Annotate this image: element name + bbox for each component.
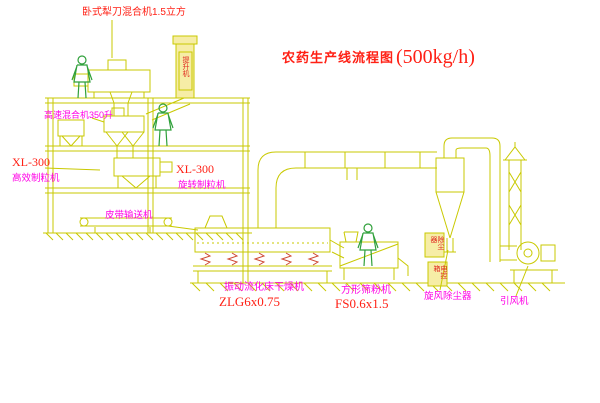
label-mixer-note: 卧式犁刀混合机1.5立方 bbox=[82, 7, 186, 18]
leader-lines bbox=[44, 20, 529, 297]
exhaust-duct bbox=[257, 151, 437, 228]
label-granulator-right: 旋转制粒机 bbox=[178, 180, 226, 191]
exhaust-stack bbox=[503, 142, 527, 250]
ground-line-right bbox=[190, 282, 565, 292]
high-speed-mixer bbox=[103, 107, 145, 158]
worker-figure-3 bbox=[357, 223, 379, 267]
worker-figure-1 bbox=[71, 55, 93, 99]
label-belt-conveyor: 皮带输送机 bbox=[105, 210, 153, 221]
rotary-granulator bbox=[113, 157, 173, 189]
belt-conveyor bbox=[79, 217, 199, 233]
induced-draft-fan bbox=[510, 241, 558, 283]
outlet-duct bbox=[443, 137, 517, 262]
label-control-box-lower: 电控箱 bbox=[433, 265, 447, 279]
square-sieve bbox=[339, 231, 409, 280]
label-xl300-right: XL-300 bbox=[176, 162, 214, 176]
label-dryer-model: ZLG6x0.75 bbox=[219, 294, 281, 309]
label-elevator-box: 提升机 bbox=[182, 56, 189, 77]
chute-lines bbox=[145, 97, 191, 121]
label-sieve-model: FS0.6x1.5 bbox=[335, 296, 389, 311]
label-dryer: 振动流化床干燥机 bbox=[224, 282, 304, 293]
diagram-title-capacity: (500kg/h) bbox=[396, 46, 475, 68]
ground-hatch-left bbox=[45, 232, 244, 241]
bucket-elevator bbox=[172, 35, 198, 99]
worker-figure-2 bbox=[152, 103, 174, 147]
storage-bin bbox=[57, 119, 85, 147]
label-sieve: 方形筛粉机 bbox=[341, 285, 391, 296]
cyclone-separator bbox=[435, 157, 465, 253]
building-frame bbox=[43, 97, 252, 283]
label-xl300-left: XL-300 bbox=[12, 155, 50, 169]
label-fan: 引风机 bbox=[500, 296, 529, 307]
label-cyclone: 旋风除尘器 bbox=[424, 291, 472, 302]
diagram-title: 农药生产线流程图 (500kg/h) bbox=[282, 46, 475, 69]
fluid-bed-dryer bbox=[193, 215, 345, 283]
vibration-springs bbox=[199, 252, 320, 266]
label-granulator-left: 高效制粒机 bbox=[12, 173, 60, 184]
diagram-title-chinese: 农药生产线流程图 bbox=[282, 50, 395, 65]
label-high-speed-mixer: 高速混合机350升 bbox=[44, 110, 114, 120]
plow-mixer bbox=[73, 59, 151, 116]
label-control-box-upper: 除尘器 bbox=[430, 236, 444, 250]
